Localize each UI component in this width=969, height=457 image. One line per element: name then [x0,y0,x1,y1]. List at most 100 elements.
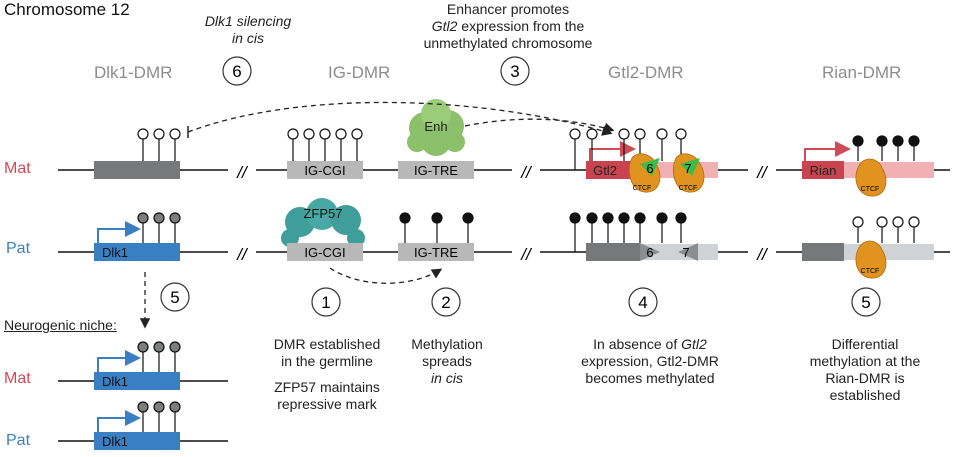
methylation-spread-arrow [329,267,443,284]
zfp57-label: ZFP57 [303,206,342,221]
dlk1-paternal-label: Dlk1 [102,245,128,260]
dlk1-niche-paternal-label: Dlk1 [102,434,128,449]
step-marker-3: 3 [500,56,530,86]
caption-step3-line1: Enhancer promotes [446,1,570,17]
niche-row-label-mat: Mat [4,370,31,387]
site-7-label: 7 [684,161,691,176]
caption-step6-line1: Dlk1 silencing [204,13,292,29]
dlk1-promoter-arrow-niche-paternal [97,410,141,432]
rian-dmr-label: Rian-DMR [822,63,902,82]
ig-tre-maternal [398,161,474,179]
dlk1-niche-maternal-label: Dlk1 [102,374,128,389]
rian-gene-paternal [802,243,844,261]
rian-maternal-label: Rian [810,163,837,178]
caption-step4-line1: In absence of Gtl2 [570,336,730,353]
ctcf-site-7-paternal [678,243,698,261]
dlk1-promoter-arrow-paternal [97,221,141,243]
caption-step4-gene: Gtl2 [681,336,707,352]
dlk1-gene-niche-maternal [94,372,180,390]
ctcf-site-6-maternal: 6 CTCF [628,153,661,193]
ig-cgi-maternal-label: IG-CGI [304,163,345,178]
chromosome-break-mark: // [756,163,769,182]
lollipops-ig-tre-paternal [399,212,474,243]
svg-text:3: 3 [510,62,519,81]
step-marker-1: 1 [311,287,341,317]
chromosome-break-mark: // [236,245,249,264]
caption-step2-line1: Methylation [411,336,483,352]
gtl2-maternal-label: Gtl2 [593,163,617,178]
caption-step5-line2: methylation at the [809,353,921,369]
caption-step3-line3: unmethylated chromosome [423,35,593,51]
dlk1-silencing-arrow [187,101,613,136]
dlk1-gene-paternal [94,243,180,261]
caption-step5-line3: Rian-DMR is [825,370,905,386]
caption-step3-line2: Gtl2 expression from the [418,18,598,35]
lollipops-dlk1-niche-paternal [137,401,181,432]
ig-cgi-maternal [287,161,363,179]
caption-step4-line3: becomes methylated [585,370,715,386]
lollipops-dlk1-niche-maternal [137,341,181,372]
enhancer-blob: Enh [407,99,465,156]
svg-text:5: 5 [861,293,870,312]
caption-step3-gene: Gtl2 [431,18,458,34]
ig-tre-paternal [398,243,474,261]
lollipops-dlk1-paternal [137,212,181,243]
caption-step5-line1: Differential [831,336,899,352]
caption-step1-line4: repressive mark [277,396,377,412]
step-marker-2: 2 [431,287,461,317]
caption-step4-line2: expression, Gtl2-DMR [581,353,719,369]
ctcf-rian-maternal: CTCF [855,158,887,197]
lollipops-gtl2-paternal [569,212,687,252]
ctcf-label: CTCF [679,185,698,192]
chromosome-break-mark: // [756,245,769,264]
caption-step6-line2: in cis [232,30,264,46]
site-6-paternal-label: 6 [646,245,653,260]
ctcf-label: CTCF [861,268,880,275]
maternal-chromosome: // // // [58,160,950,182]
gtl2-gene-paternal [586,243,640,261]
paternal-chromosome: // // // [58,242,950,264]
zfp57-complex: ZFP57 [281,198,365,247]
ctcf-site-6-paternal [640,243,660,261]
gtl2-promoter-arrow-maternal [589,141,636,161]
ctcf-label: CTCF [633,185,652,192]
neurogenic-niche-label: Neurogenic niche: [4,317,117,333]
site-6-label: 6 [646,161,653,176]
enhancer-arrow [464,118,615,133]
caption-step1-line2: in the germline [281,353,373,369]
dlk1-gene-niche-paternal [94,432,180,450]
ctcf-label: CTCF [861,186,880,193]
caption-step1-line1: DMR established [273,336,381,352]
lollipops-rian-paternal [852,216,920,243]
step-marker-5-rian: 5 [851,287,881,317]
ig-cgi-paternal-label: IG-CGI [304,245,345,260]
site-7-paternal-label: 7 [682,245,689,260]
svg-text:5: 5 [170,288,179,307]
rian-promoter-arrow-maternal [804,141,851,161]
lollipops-ig-cgi-maternal [287,128,363,161]
caption-step2-line3: in cis [431,370,463,386]
ig-cgi-paternal [287,243,363,261]
ig-tre-maternal-label: IG-TRE [414,163,458,178]
figure-title: Chromosome 12 [4,0,130,19]
svg-text:4: 4 [638,293,647,312]
svg-text:6: 6 [232,62,241,81]
caption-step2-line2: spreads [422,353,472,369]
svg-text:1: 1 [321,293,330,312]
caption-step5-line4: established [829,387,901,403]
dlk1-promoter-arrow-niche-maternal [97,350,141,372]
caption-step3-line2-rest: expression from the [457,18,585,34]
step-marker-6: 6 [222,56,252,86]
ctcf-rian-paternal: CTCF [855,240,887,279]
lollipops-gtl2-maternal [569,128,687,170]
ig-dmr-label: IG-DMR [328,63,391,82]
gtl2-gene-maternal [586,161,640,179]
chromosome-break-mark: // [236,163,249,182]
step-marker-4: 4 [628,287,658,317]
caption-step1-line3: ZFP57 maintains [274,379,380,395]
dlk1-gene-maternal [94,161,180,179]
niche-row-label-pat: Pat [6,432,31,449]
lollipops-rian-maternal [852,135,920,161]
lollipops-dlk1-maternal [137,128,181,161]
